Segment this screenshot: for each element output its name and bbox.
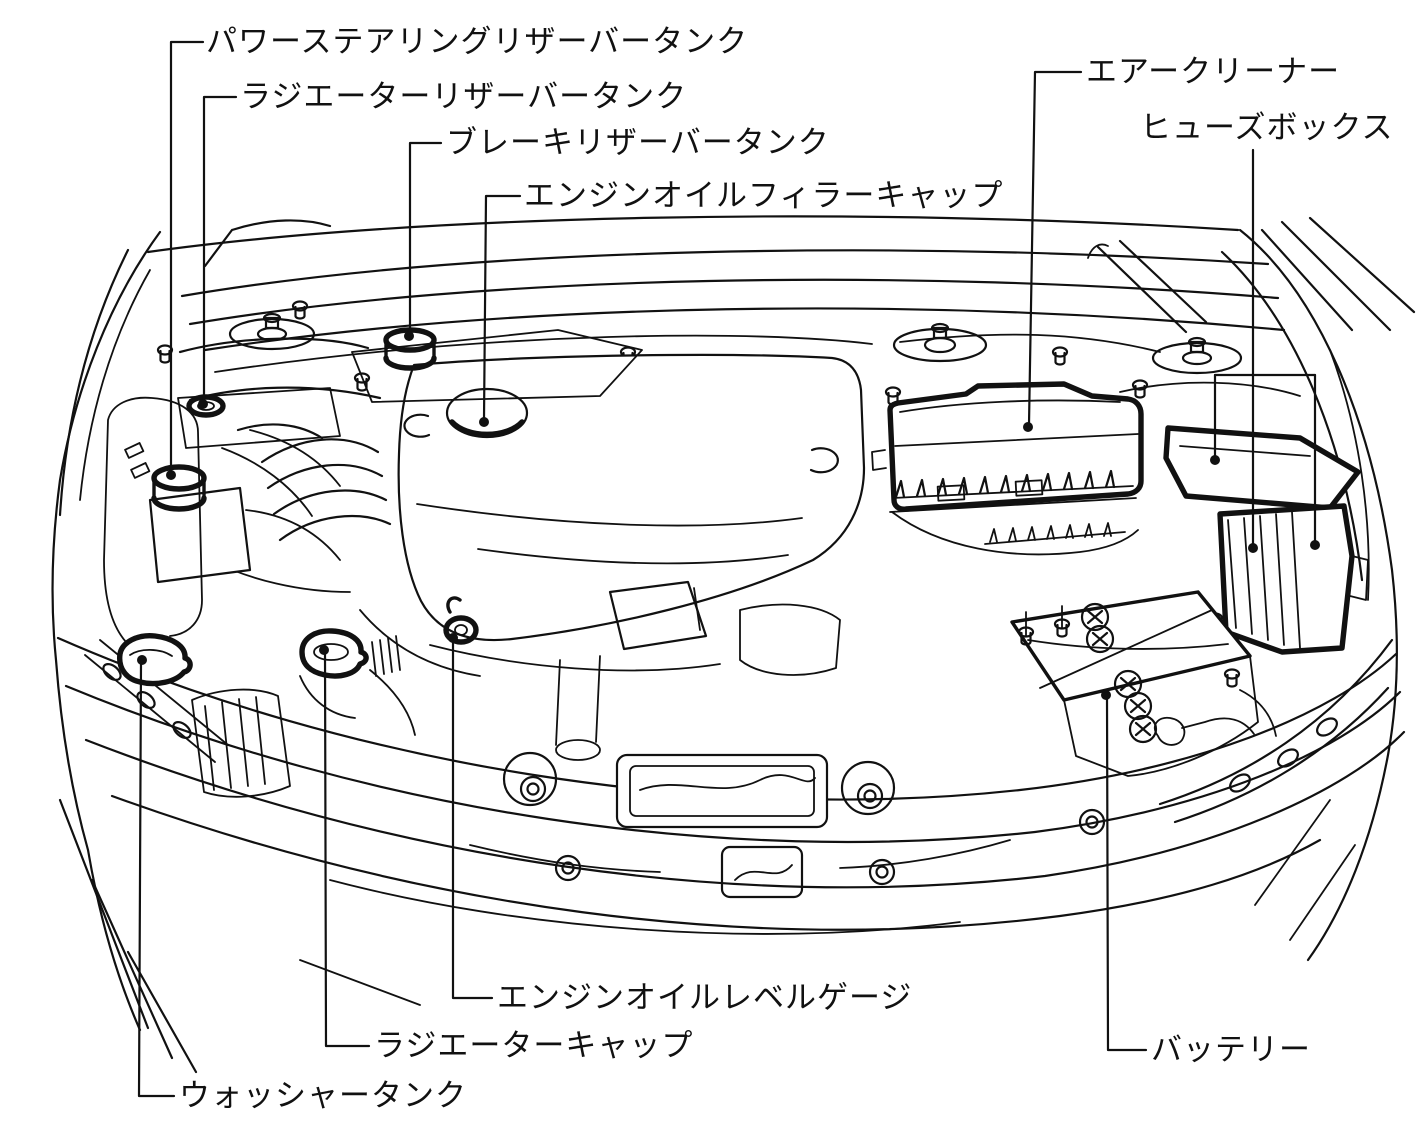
radiator-reservoir-cap [186, 394, 226, 418]
battery-part [1010, 590, 1277, 836]
leader-power-steering-reservoir-tank [166, 40, 205, 480]
oil-dipstick [443, 596, 479, 645]
leader-brake-reservoir-tank [404, 141, 443, 341]
wiper-pivot [892, 322, 988, 363]
label-brake-reservoir-tank: ブレーキリザーバータンク [446, 125, 830, 161]
label-engine-oil-level-gauge: エンジンオイルレベルゲージ [497, 980, 913, 1016]
engine-cover [397, 353, 866, 651]
front-bumper [56, 636, 1406, 935]
leader-battery [1101, 690, 1148, 1052]
power-steering-reservoir [124, 442, 341, 584]
leader-radiator-reservoir-tank [198, 95, 238, 409]
leader-air-cleaner [1023, 70, 1083, 432]
leader-engine-oil-filler-cap [479, 194, 522, 427]
clip-teeth [894, 469, 1116, 499]
leader-radiator-cap [319, 645, 371, 1048]
cowl-and-hood-edge [146, 215, 1286, 373]
label-washer-tank: ウォッシャータンク [179, 1078, 467, 1114]
air-cleaner-box [871, 381, 1144, 556]
label-power-steering-reservoir-tank: パワーステアリングリザーバータンク [206, 24, 749, 60]
leader-fuse-box [1210, 148, 1320, 553]
radiator-reservoir [177, 387, 341, 517]
dipstick-ring [443, 615, 479, 645]
engine-lower-shapes [359, 603, 841, 761]
label-radiator-cap: ラジエーターキャップ [374, 1028, 694, 1064]
label-engine-oil-filler-cap: エンジンオイルフィラーキャップ [524, 178, 1004, 214]
power-steering-cap [151, 464, 207, 492]
hood-latch-opening [615, 753, 829, 829]
radiator-cap-part [299, 628, 416, 736]
right-strut-tower [1119, 336, 1301, 397]
battery-terminal [1153, 716, 1186, 746]
leader-washer-tank [137, 655, 176, 1098]
washer-tank-cap [117, 633, 193, 687]
label-fuse-box: ヒューズボックス [1140, 110, 1394, 146]
leader-engine-oil-level-gauge [448, 633, 494, 1000]
fuse-box-upper-lid [1163, 425, 1361, 511]
label-radiator-reservoir-tank: ラジエーターリザーバータンク [240, 79, 688, 115]
washer-tank-part [84, 396, 229, 763]
left-strut-tower [178, 312, 382, 402]
label-battery: バッテリー [1151, 1032, 1311, 1068]
label-air-cleaner: エアークリーナー [1086, 54, 1341, 90]
fuse-box-lower [1217, 503, 1355, 655]
alternator [191, 688, 291, 798]
right-fender [1158, 216, 1416, 962]
